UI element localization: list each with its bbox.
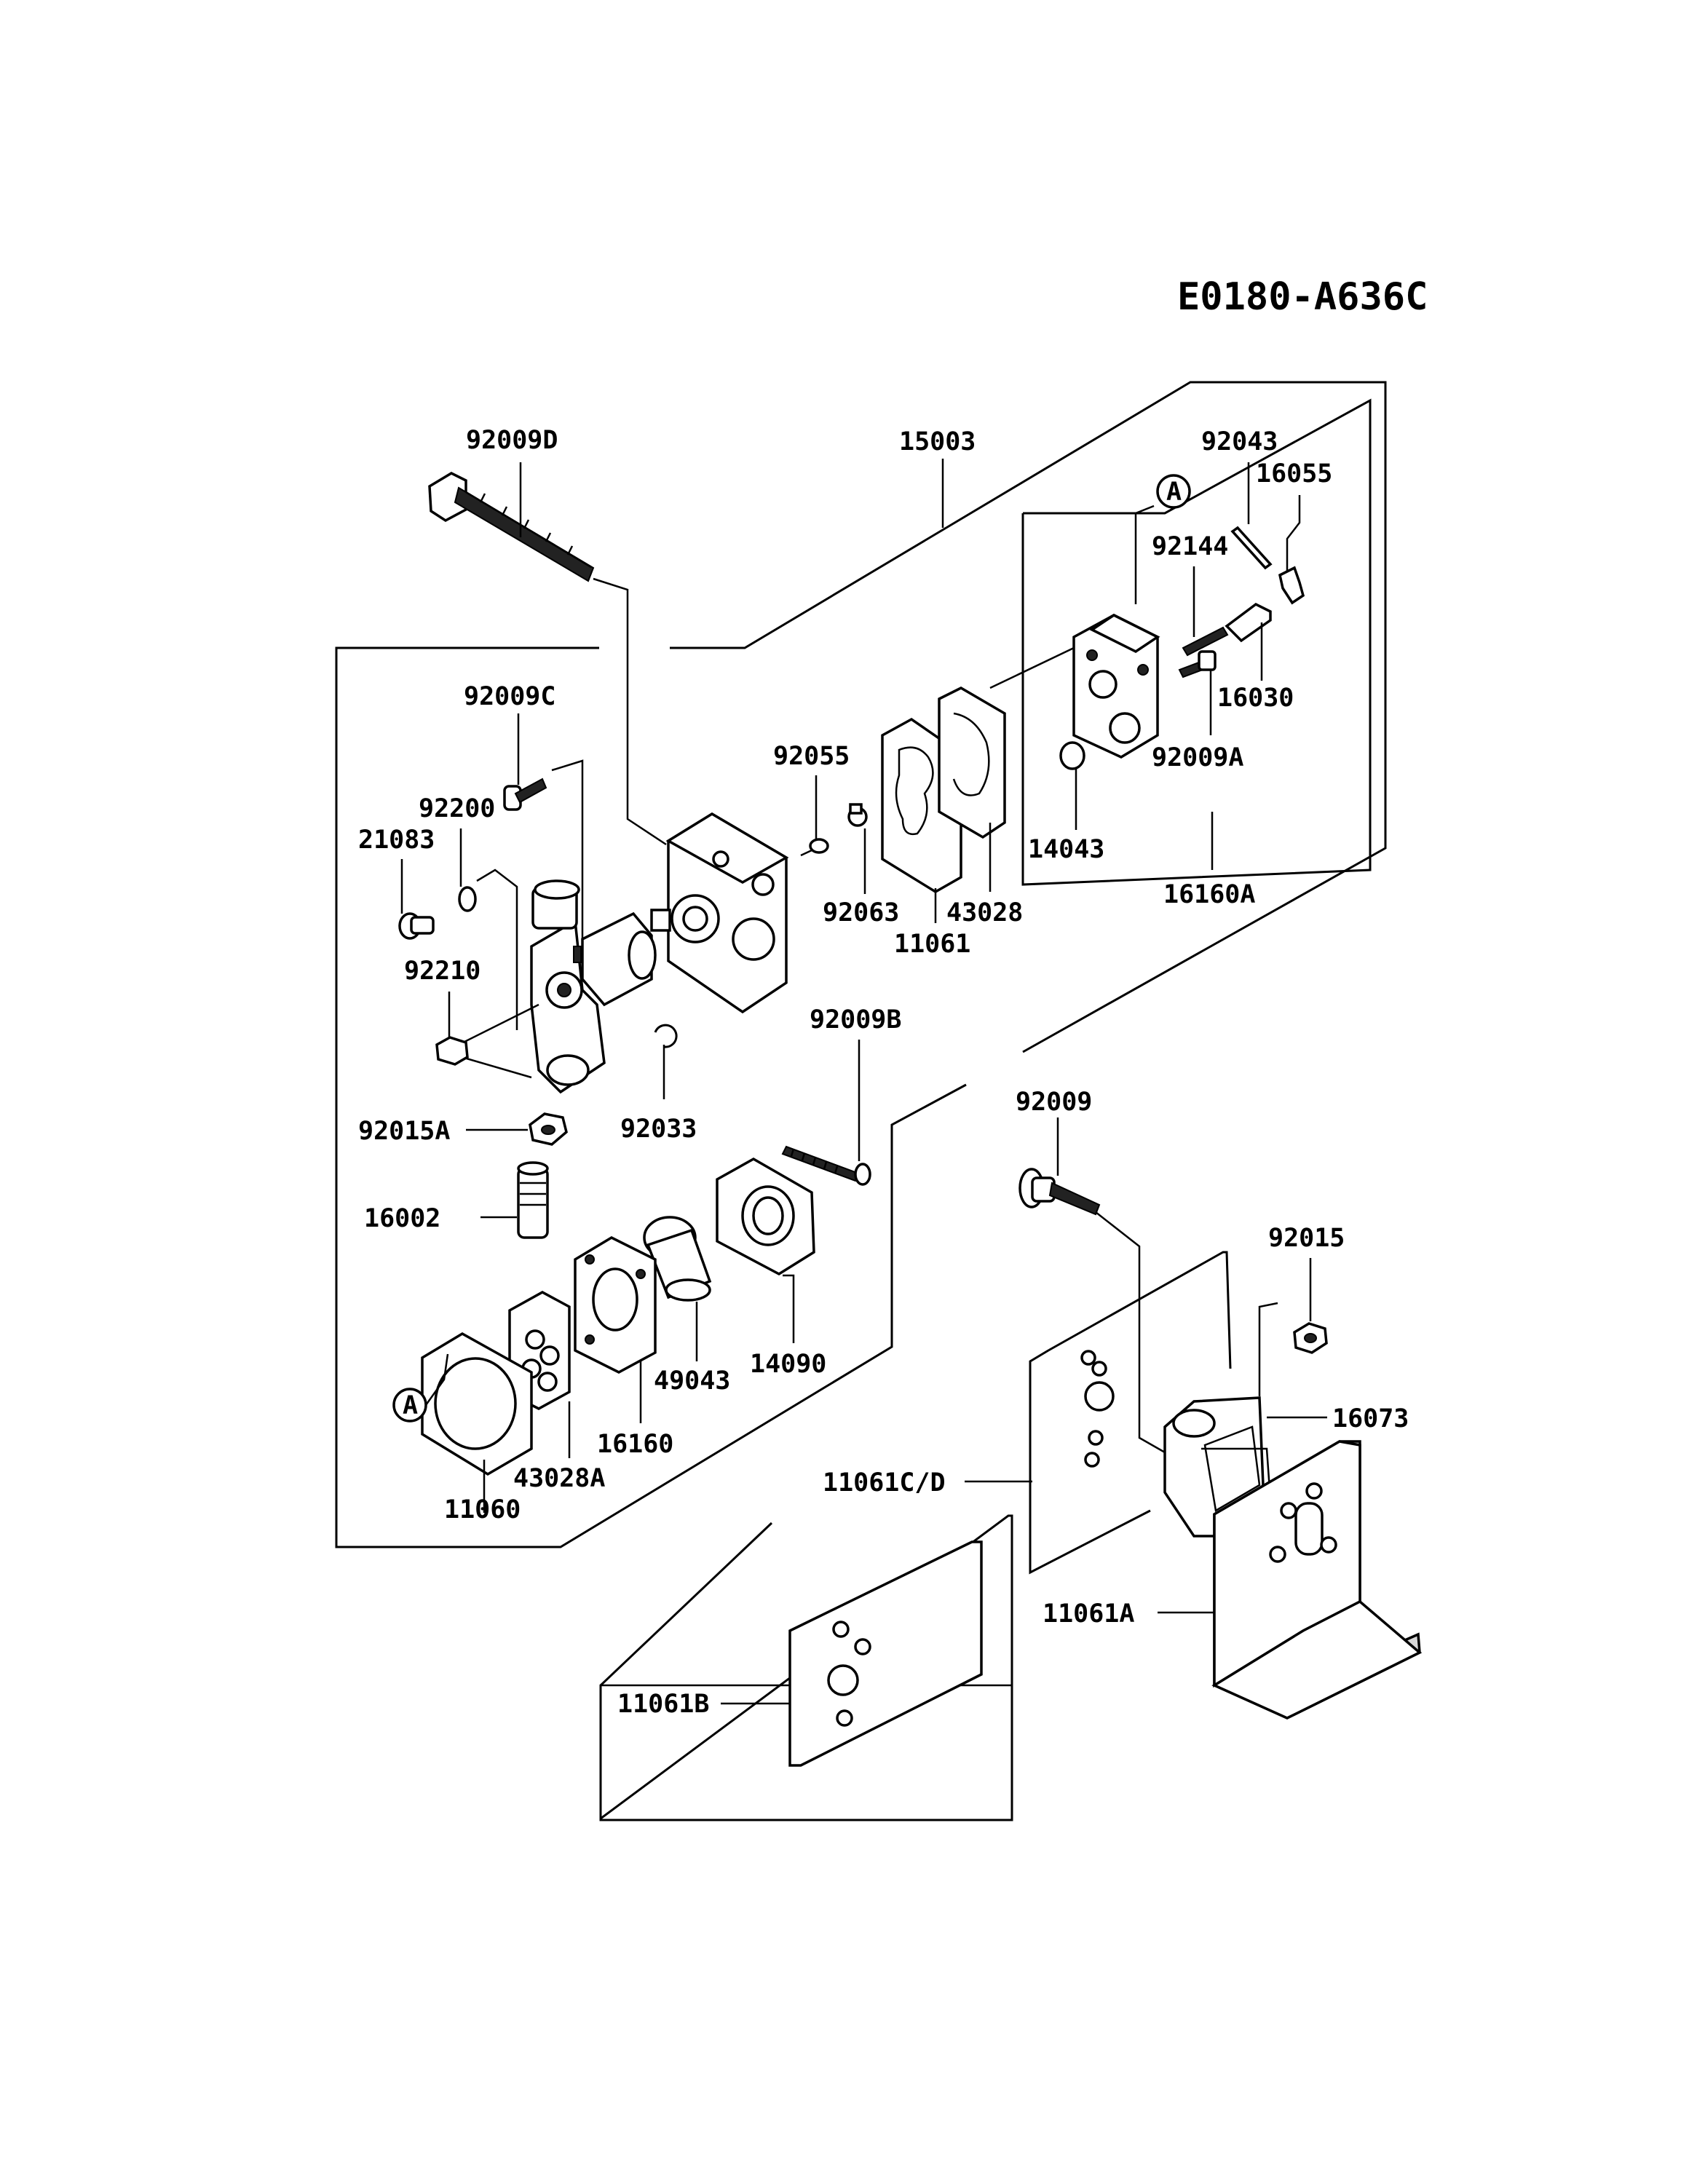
diaphragm-11060 <box>421 1332 533 1476</box>
leader-92055-path <box>800 849 812 857</box>
diagram-code: E0180-A636C <box>1177 275 1428 319</box>
label-43028A: 43028A <box>513 1464 605 1493</box>
pin-92043 <box>1230 526 1273 570</box>
reference-marker-A-lower: A <box>392 1388 427 1423</box>
lower-assembly-outline <box>335 646 967 1548</box>
label-14043: 14043 <box>1028 835 1104 864</box>
leader-throttle-2 <box>476 869 518 1030</box>
label-11061A: 11061A <box>1043 1599 1134 1629</box>
washer-92055 <box>809 838 829 854</box>
label-92015: 92015 <box>1268 1224 1345 1253</box>
assembly-15003-outline <box>670 381 1387 1053</box>
label-92210: 92210 <box>404 957 480 986</box>
label-92009D: 92009D <box>466 426 558 455</box>
label-92043: 92043 <box>1201 427 1278 456</box>
svg-text:A: A <box>403 1391 418 1420</box>
throttle-lever-assembly <box>530 879 657 1094</box>
gasket-11061CD-outline <box>1029 1251 1232 1575</box>
label-15003: 15003 <box>899 427 976 456</box>
plug-14043 <box>1059 741 1085 770</box>
label-16055: 16055 <box>1256 459 1332 488</box>
label-92009B: 92009B <box>810 1005 901 1034</box>
washer-92200 <box>458 886 477 912</box>
leader-92009-path <box>1095 1211 1166 1454</box>
cover-14090 <box>716 1157 815 1276</box>
leader-marker-A-upper <box>1134 505 1155 604</box>
label-11061: 11061 <box>894 930 970 959</box>
label-16160: 16160 <box>597 1430 673 1459</box>
label-16002: 16002 <box>364 1204 440 1233</box>
label-14090: 14090 <box>750 1350 826 1379</box>
reference-marker-A-upper: A <box>1156 474 1191 509</box>
gasket-11061CD <box>1080 1350 1115 1468</box>
lever-16055 <box>1278 566 1305 605</box>
leader-16055 <box>1286 495 1301 571</box>
needle-16002 <box>517 1161 549 1239</box>
label-92144: 92144 <box>1152 532 1228 561</box>
leader-16073-path <box>1258 1302 1278 1396</box>
label-11061B: 11061B <box>617 1690 709 1719</box>
gasket-43028 <box>938 687 1006 839</box>
carburetor-body <box>650 812 789 1014</box>
leader-metering-path <box>989 646 1075 689</box>
leader-throttle-3 <box>451 1003 539 1050</box>
label-11060: 11060 <box>444 1495 521 1524</box>
label-92009C: 92009C <box>464 682 555 711</box>
needle-valve-92144 <box>1182 626 1229 657</box>
bolt-92009 <box>1018 1168 1101 1216</box>
nut-92210 <box>435 1036 469 1066</box>
label-16073: 16073 <box>1332 1404 1409 1433</box>
valve-16030 <box>1225 602 1272 643</box>
body-16160 <box>574 1236 657 1374</box>
label-16030: 16030 <box>1217 684 1294 713</box>
bolt-92009D <box>428 472 595 582</box>
leader-marker-A-lower <box>424 1353 449 1406</box>
clip-92033 <box>654 1024 678 1048</box>
gasket-11061B <box>788 1540 983 1767</box>
label-16160A: 16160A <box>1163 880 1255 909</box>
label-92055: 92055 <box>773 742 850 771</box>
leader-14090 <box>783 1274 795 1343</box>
nut-92015 <box>1293 1322 1328 1354</box>
screw-92009A <box>1178 650 1217 678</box>
label-92063: 92063 <box>823 898 899 927</box>
part-labels: 92009D 15003 92043 16055 92144 16030 920… <box>358 426 1409 1719</box>
leader-throttle-1 <box>551 759 584 961</box>
label-49043: 49043 <box>654 1366 730 1396</box>
svg-text:A: A <box>1166 478 1182 507</box>
screw-21083 <box>398 912 435 940</box>
metering-body-16160A <box>1072 613 1160 759</box>
label-92015A: 92015A <box>358 1117 450 1146</box>
label-92009: 92009 <box>1016 1088 1092 1117</box>
label-11061CD: 11061C/D <box>823 1468 946 1497</box>
label-92009A: 92009A <box>1152 743 1243 772</box>
assembly-16160A-outline <box>1021 398 1372 886</box>
heat-shield-11061A <box>1211 1440 1423 1720</box>
nut-92015A <box>529 1112 568 1146</box>
label-92200: 92200 <box>419 794 495 823</box>
screw-92009B <box>781 1145 871 1186</box>
screw-92009C <box>503 778 547 811</box>
leader-92009D-path <box>593 577 667 846</box>
label-21083: 21083 <box>358 826 435 855</box>
primer-49043 <box>643 1216 712 1302</box>
label-92033: 92033 <box>620 1115 697 1144</box>
label-43028: 43028 <box>946 898 1023 927</box>
valve-92063 <box>847 803 868 827</box>
